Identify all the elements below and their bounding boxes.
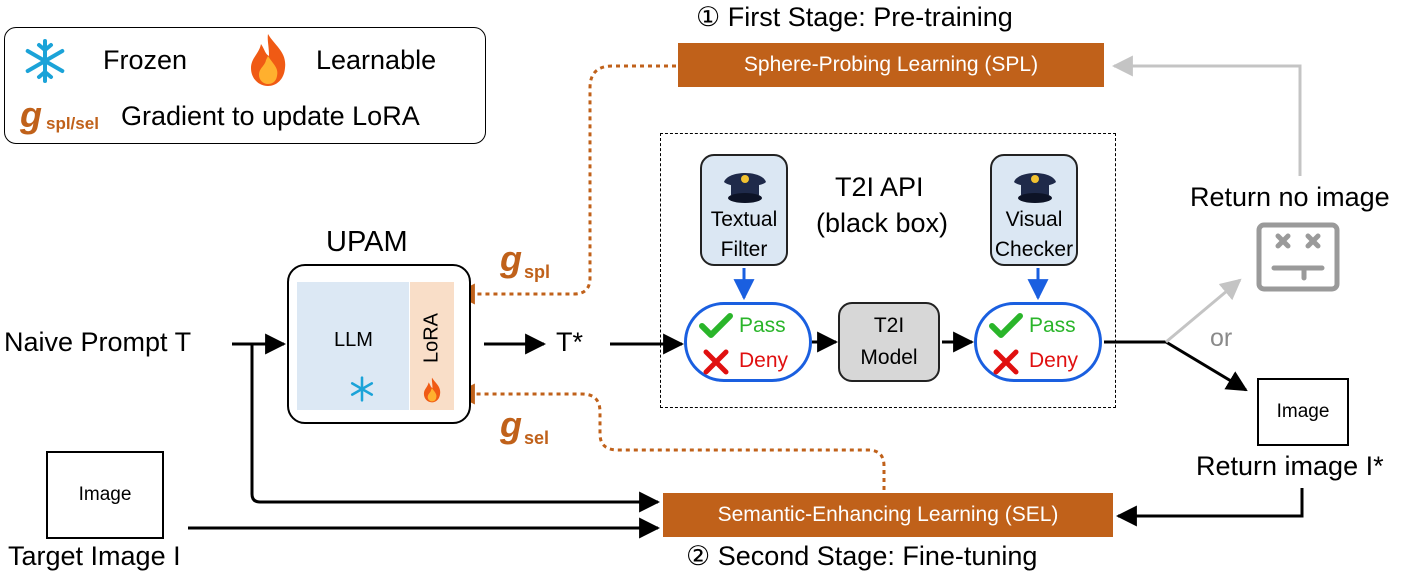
spl-gradient-symbol: g	[500, 238, 522, 279]
legend-box	[4, 27, 486, 144]
t2i-model-box: T2I Model	[838, 302, 940, 382]
flame-icon	[251, 34, 286, 86]
sel-module: Semantic-Enhancing Learning (SEL)	[663, 493, 1113, 537]
arrow-prompt-to-sel	[250, 344, 661, 513]
visual-pass-label: Pass	[1029, 314, 1076, 337]
llm-label: LLM	[334, 329, 373, 351]
textual-filter-box: Textual Filter	[700, 154, 788, 266]
llm-block	[297, 282, 409, 410]
textual-filter-line2: Filter	[720, 238, 768, 261]
lora-label: LoRA	[420, 312, 443, 364]
naive-prompt-label: Naive Prompt T	[4, 327, 192, 357]
textual-filter-line1: Textual	[710, 208, 778, 231]
stage1-title: ① First Stage: Pre-training	[696, 2, 1013, 32]
t2i-model-line1: T2I	[873, 314, 905, 337]
textual-pass-label: Pass	[739, 314, 786, 337]
api-title-line2: (black box)	[816, 208, 949, 238]
arrow-return-image-to-sel	[1115, 488, 1304, 527]
arrow-to-no-image	[1165, 278, 1242, 344]
lora-flame-icon	[423, 377, 441, 403]
police-cap-icon	[1014, 173, 1056, 203]
legend-gradient-symbol: g	[20, 94, 42, 135]
optimized-prompt-label: T*	[556, 327, 583, 357]
gradient-path-sel	[453, 383, 886, 490]
snowflake-icon	[25, 39, 65, 83]
or-label: or	[1210, 324, 1233, 352]
return-image-label: Return image I*	[1196, 451, 1384, 481]
visual-deny-label: Deny	[1029, 349, 1079, 372]
arrow-no-image-to-spl	[1111, 55, 1302, 176]
return-no-image-label: Return no image	[1190, 182, 1390, 212]
textual-deny-label: Deny	[739, 349, 789, 372]
police-cap-icon	[724, 173, 766, 203]
cross-icon	[993, 349, 1019, 375]
legend-gradient-label: Gradient to update LoRA	[121, 101, 420, 131]
llm-snowflake-icon	[350, 376, 374, 402]
stage2-title: ② Second Stage: Fine-tuning	[686, 541, 1038, 571]
visual-checker-box: Visual Checker	[990, 154, 1078, 266]
spl-module: Sphere-Probing Learning (SPL)	[678, 43, 1104, 87]
textual-pass-deny: Pass Deny	[684, 302, 812, 382]
target-image-box: Image	[46, 451, 164, 539]
broken-image-icon	[1256, 222, 1340, 292]
visual-checker-line2: Checker	[994, 238, 1074, 261]
target-image-label: Target Image I	[8, 541, 181, 571]
cross-icon	[703, 349, 729, 375]
returned-image-box: Image	[1257, 378, 1349, 446]
legend-frozen-label: Frozen	[103, 45, 188, 75]
upam-title: UPAM	[326, 226, 408, 258]
check-icon	[699, 313, 733, 338]
legend-gradient-subscript: spl/sel	[46, 114, 99, 133]
check-icon	[989, 313, 1023, 338]
t2i-api-box	[660, 133, 1116, 408]
sel-gradient-subscript: sel	[524, 428, 550, 448]
sel-gradient-symbol: g	[500, 404, 522, 445]
gradient-path-spl	[453, 64, 676, 305]
visual-checker-line1: Visual	[1005, 208, 1063, 231]
api-title-line1: T2I API	[835, 172, 924, 202]
visual-pass-deny: Pass Deny	[974, 302, 1102, 382]
spl-gradient-subscript: spl	[524, 262, 551, 282]
t2i-model-line2: Model	[860, 346, 918, 369]
legend-learnable-label: Learnable	[316, 45, 437, 75]
